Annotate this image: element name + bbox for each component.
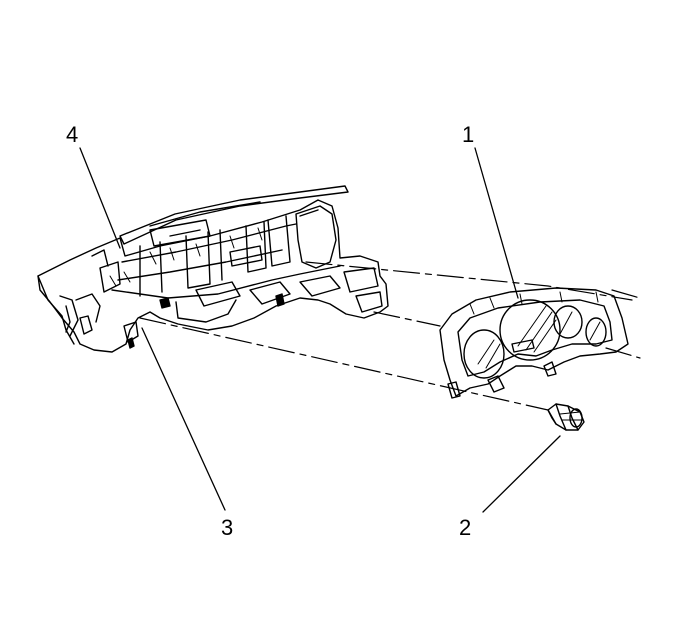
gauge-right: [553, 305, 583, 339]
callout-label-1: 1: [462, 122, 474, 147]
leader-lines: [79, 147, 561, 513]
leader-line-4: [79, 147, 121, 249]
leader-line-2: [482, 435, 561, 513]
instrument-cluster: [439, 287, 629, 399]
leader-line-3: [141, 327, 226, 511]
screw-fastener: [547, 403, 585, 431]
callout-label-4: 4: [66, 122, 78, 147]
callout-label-3: 3: [221, 515, 233, 540]
instrument-panel-carrier: [37, 185, 389, 353]
leader-line-1: [474, 147, 519, 299]
gauge-center: [499, 299, 561, 361]
callout-label-2: 2: [459, 515, 471, 540]
gauge-far-right: [585, 317, 607, 347]
gauge-left: [463, 329, 505, 379]
alignment-lines: [139, 261, 641, 411]
